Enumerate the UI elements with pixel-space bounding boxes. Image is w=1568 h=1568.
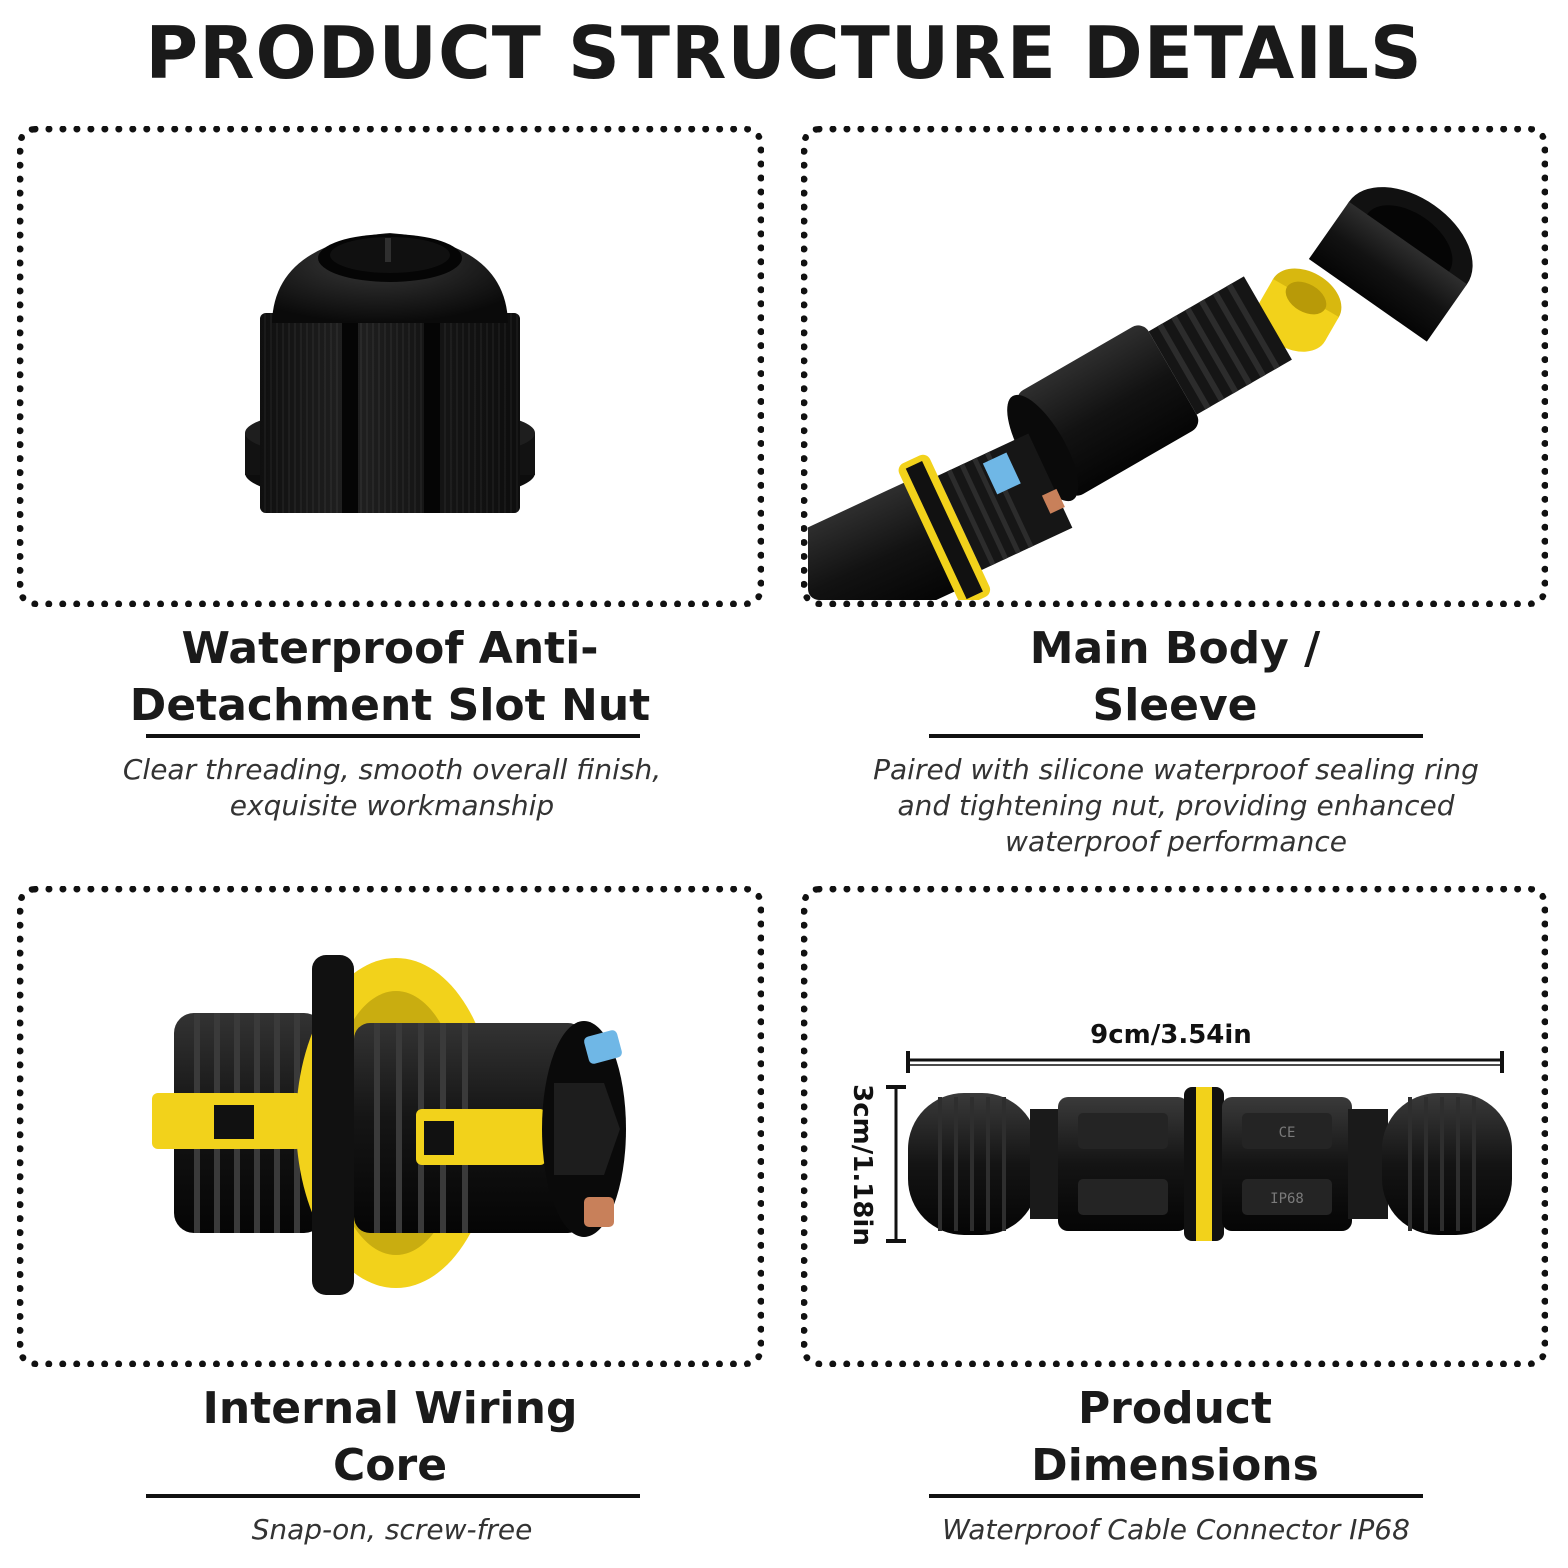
wiring-core-image (152, 955, 626, 1295)
dimensions-description: Waterproof Cable Connector IP68 (826, 1512, 1526, 1548)
slot-nut-title-line2: Detachment Slot Nut (129, 680, 651, 731)
dimensions-desc-line1: Waterproof Cable Connector IP68 (942, 1513, 1410, 1546)
slot-nut-caption: Waterproof Anti- Detachment Slot Nut (110, 620, 670, 734)
dimensions-caption: Product Dimensions (895, 1380, 1455, 1494)
slot-nut-image (245, 233, 535, 513)
slot-nut-desc-line2: exquisite workmanship (229, 789, 555, 822)
wiring-core-description: Snap-on, screw-free (42, 1512, 742, 1548)
slot-nut-description: Clear threading, smooth overall finish, … (42, 752, 742, 824)
dimensions-image: 9cm/3.54in 3cm/1.18in CE IP68 (847, 1020, 1512, 1246)
wiring-core-title-line2: Core (332, 1440, 448, 1491)
panel-wiring-core (17, 886, 764, 1367)
main-body-caption: Main Body / Sleeve (895, 620, 1455, 734)
panel-slot-nut (17, 126, 764, 607)
wiring-core-title-line1: Internal Wiring (202, 1383, 578, 1434)
main-body-divider (929, 734, 1423, 738)
main-body-image (808, 187, 1473, 600)
height-label: 3cm/1.18in (847, 1084, 877, 1246)
panel-main-body (801, 126, 1548, 607)
main-body-title-line2: Sleeve (1092, 680, 1258, 731)
panel-dimensions: 9cm/3.54in 3cm/1.18in CE IP68 (801, 886, 1548, 1367)
slot-nut-title-line1: Waterproof Anti- (181, 623, 599, 674)
wiring-core-desc-line1: Snap-on, screw-free (251, 1513, 533, 1546)
dimensions-divider (929, 1494, 1423, 1498)
dimensions-title-line1: Product (1077, 1383, 1273, 1434)
main-body-description: Paired with silicone waterproof sealing … (826, 752, 1526, 860)
main-body-desc-line1: Paired with silicone waterproof sealing … (873, 753, 1479, 786)
wiring-core-divider (146, 1494, 640, 1498)
slot-nut-divider (146, 734, 640, 738)
dimensions-title-line2: Dimensions (1031, 1440, 1319, 1491)
ip68-marking: IP68 (1270, 1191, 1304, 1207)
ce-marking: CE (1279, 1125, 1296, 1141)
main-body-desc-line2: and tightening nut, providing enhanced (897, 789, 1455, 822)
main-body-title-line1: Main Body / (1029, 623, 1321, 674)
slot-nut-desc-line1: Clear threading, smooth overall finish, (122, 753, 662, 786)
width-label: 9cm/3.54in (1090, 1020, 1252, 1050)
main-body-desc-line3: waterproof performance (1005, 825, 1347, 858)
page-title: PRODUCT STRUCTURE DETAILS (145, 11, 1423, 95)
wiring-core-caption: Internal Wiring Core (110, 1380, 670, 1494)
